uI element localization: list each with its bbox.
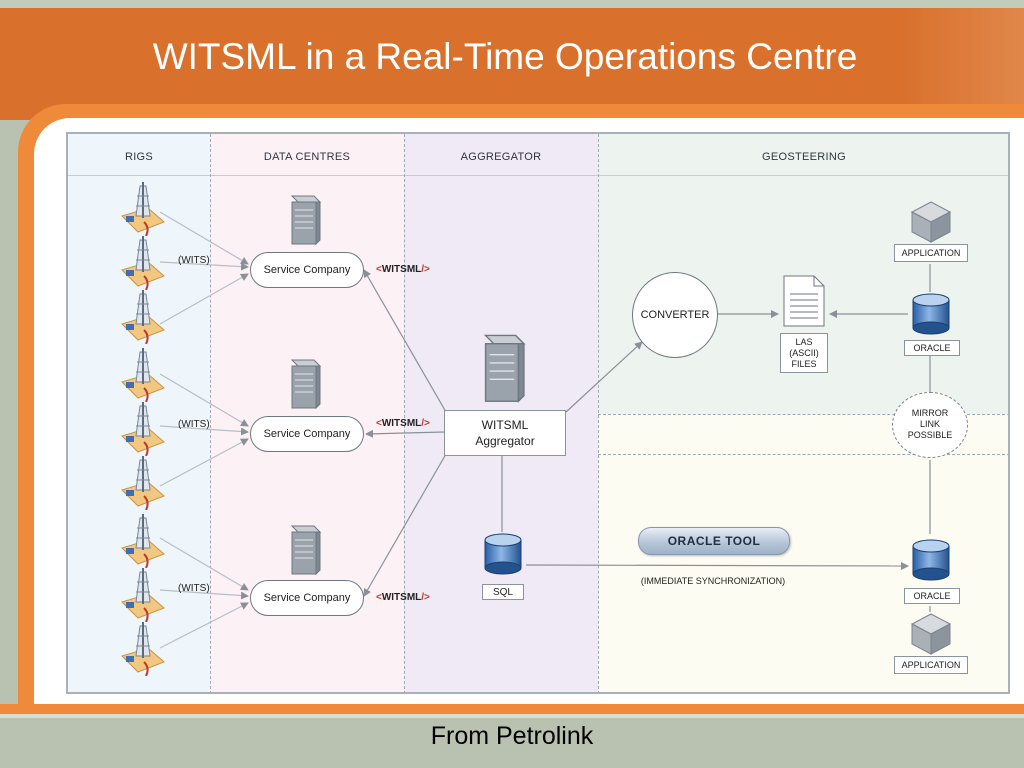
document-icon xyxy=(782,274,826,333)
mirror-link-node: MIRROR LINK POSSIBLE xyxy=(892,392,968,458)
column-header-geosteering: GEOSTEERING xyxy=(598,134,1008,176)
slide-footer: From Petrolink xyxy=(430,722,594,750)
witsml-aggregator-node: WITSML Aggregator xyxy=(444,410,566,456)
wits-label: (WITS) xyxy=(178,419,210,430)
drilling-rig-icon xyxy=(120,182,166,241)
witsml-tag: <WITSML/> xyxy=(376,418,430,429)
drilling-rig-icon xyxy=(120,402,166,461)
drilling-rig-icon xyxy=(120,236,166,295)
service-company-node: Service Company xyxy=(250,252,364,288)
drilling-rig-icon xyxy=(120,456,166,515)
server-tower-icon xyxy=(474,330,530,409)
column-divider xyxy=(404,134,405,692)
application-label: APPLICATION xyxy=(894,656,968,674)
drilling-rig-icon xyxy=(120,622,166,681)
column-header-rigs: RIGS xyxy=(68,134,210,176)
drilling-rig-icon xyxy=(120,568,166,627)
sync-label: (IMMEDIATE SYNCHRONIZATION) xyxy=(640,576,786,586)
database-cylinder-icon xyxy=(910,292,952,341)
slide-title: WITSML in a Real-Time Operations Centre xyxy=(152,36,858,77)
oracle-label: ORACLE xyxy=(904,588,960,604)
oracle-label: ORACLE xyxy=(904,340,960,356)
las-files-label: LAS (ASCII) FILES xyxy=(780,333,828,373)
server-tower-icon xyxy=(284,356,324,415)
geosteering-divider xyxy=(598,454,1008,455)
wits-label: (WITS) xyxy=(178,255,210,266)
column-divider xyxy=(210,134,211,692)
server-tower-icon xyxy=(284,192,324,251)
server-tower-icon xyxy=(284,522,324,581)
top-strip xyxy=(0,0,1024,8)
witsml-tag: <WITSML/> xyxy=(376,592,430,603)
sql-label: SQL xyxy=(482,584,524,600)
database-cylinder-icon xyxy=(910,538,952,587)
column-divider xyxy=(598,134,599,692)
column-header-aggregator: AGGREGATOR xyxy=(404,134,598,176)
bottom-band xyxy=(0,714,1024,768)
wits-label: (WITS) xyxy=(178,583,210,594)
oracle-tool-badge: ORACLE TOOL xyxy=(638,527,790,555)
database-cylinder-icon xyxy=(482,532,524,581)
drilling-rig-icon xyxy=(120,348,166,407)
column-header-data-centres: DATA CENTRES xyxy=(210,134,404,176)
cube-icon xyxy=(910,200,952,249)
title-band xyxy=(0,8,1024,120)
witsml-tag: <WITSML/> xyxy=(376,264,430,275)
converter-node: CONVERTER xyxy=(632,272,718,358)
bottom-orange-rule xyxy=(0,704,1024,714)
drilling-rig-icon xyxy=(120,514,166,573)
service-company-node: Service Company xyxy=(250,416,364,452)
drilling-rig-icon xyxy=(120,290,166,349)
architecture-diagram: RIGS DATA CENTRES AGGREGATOR GEOSTEERING xyxy=(66,132,1010,694)
application-label: APPLICATION xyxy=(894,244,968,262)
cube-icon xyxy=(910,612,952,661)
geosteering-divider xyxy=(598,414,1008,415)
service-company-node: Service Company xyxy=(250,580,364,616)
connector-lines xyxy=(159,211,931,649)
